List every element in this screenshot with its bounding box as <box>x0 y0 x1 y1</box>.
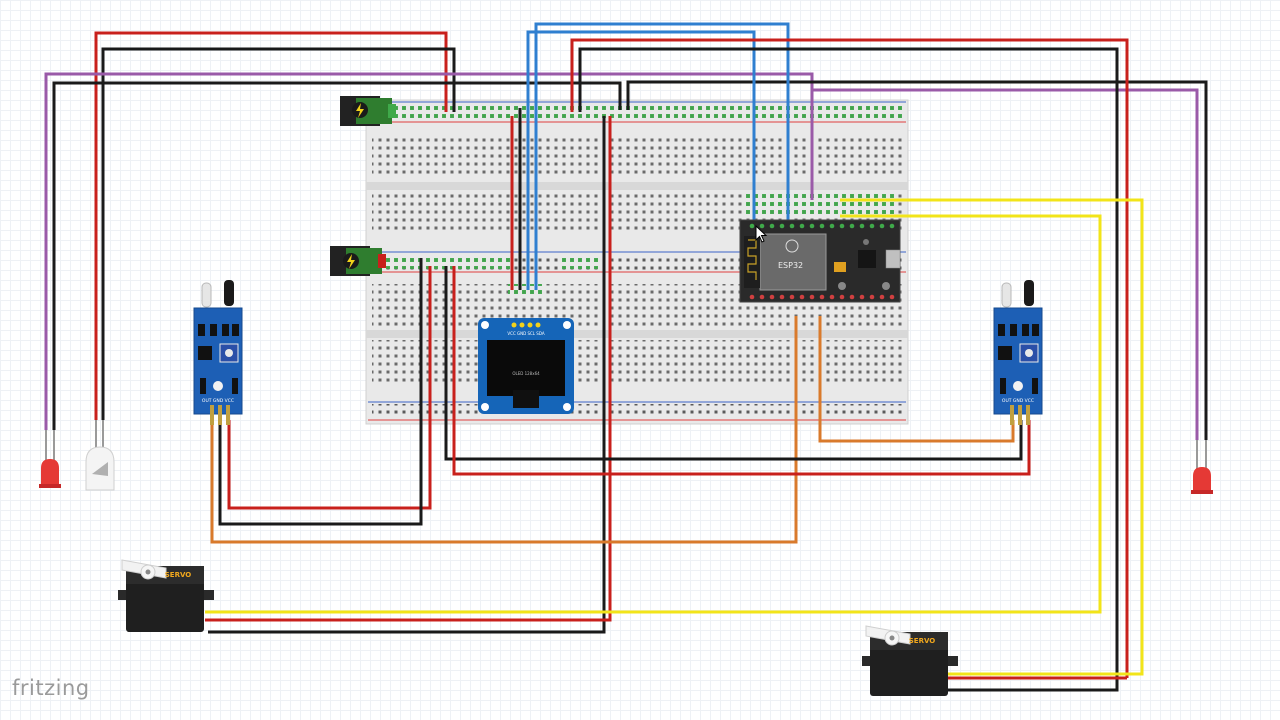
esp32-label: ESP32 <box>778 261 803 270</box>
ir-sensor-left[interactable]: OUT GND VCC <box>193 280 243 425</box>
fritzing-watermark: fritzing <box>12 676 90 700</box>
ir-right-pin-labels: OUT GND VCC <box>1002 398 1034 404</box>
led-red-icon <box>41 459 59 486</box>
wire-orange <box>210 316 798 544</box>
wires[interactable] <box>44 22 1208 692</box>
wire-red <box>227 266 432 510</box>
wire-red <box>452 266 1031 476</box>
cursor-icon <box>755 224 768 243</box>
led-red-left[interactable] <box>39 430 61 488</box>
wire-black <box>444 266 1023 461</box>
wire-red <box>205 116 612 622</box>
wire-blue <box>534 22 790 290</box>
ir-sensor-right[interactable]: OUT GND VCC <box>993 280 1043 425</box>
oled-screen-text: OLED 128x64 <box>512 371 540 376</box>
wire-purple <box>812 88 1199 440</box>
oled-pin-labels: VCC GND SCL SDA <box>507 331 544 336</box>
led-red-icon <box>1193 467 1211 492</box>
wire-black <box>52 81 622 430</box>
wire-black <box>578 47 1119 692</box>
power-jack-icon <box>347 254 355 269</box>
power-jack-top[interactable] <box>340 96 396 126</box>
servo-right-label: SERVO <box>909 637 936 645</box>
servo-left-label: SERVO <box>165 571 192 579</box>
wire-blue <box>526 30 756 290</box>
servo-left[interactable]: SERVO <box>118 559 214 632</box>
breadboard[interactable] <box>365 99 909 425</box>
wire-red <box>570 38 1129 678</box>
wire-black <box>626 80 1208 440</box>
esp32-board[interactable]: ESP32 <box>739 219 901 303</box>
wire-orange <box>818 316 1015 443</box>
power-jack-middle[interactable] <box>330 246 386 276</box>
wire-black <box>101 47 456 420</box>
wire-black <box>208 116 606 634</box>
wire-purple <box>44 72 814 430</box>
oled-display[interactable]: VCC GND SCL SDA OLED 128x64 <box>478 318 574 414</box>
led-white[interactable] <box>85 420 115 491</box>
wire-black <box>218 258 423 526</box>
power-jack-icon <box>356 103 364 118</box>
ir-left-pin-labels: OUT GND VCC <box>202 398 234 404</box>
led-red-right[interactable] <box>1191 440 1213 494</box>
wire-yellow <box>205 214 1102 614</box>
servo-right[interactable]: SERVO <box>862 625 958 696</box>
wire-yellow <box>840 198 1144 676</box>
